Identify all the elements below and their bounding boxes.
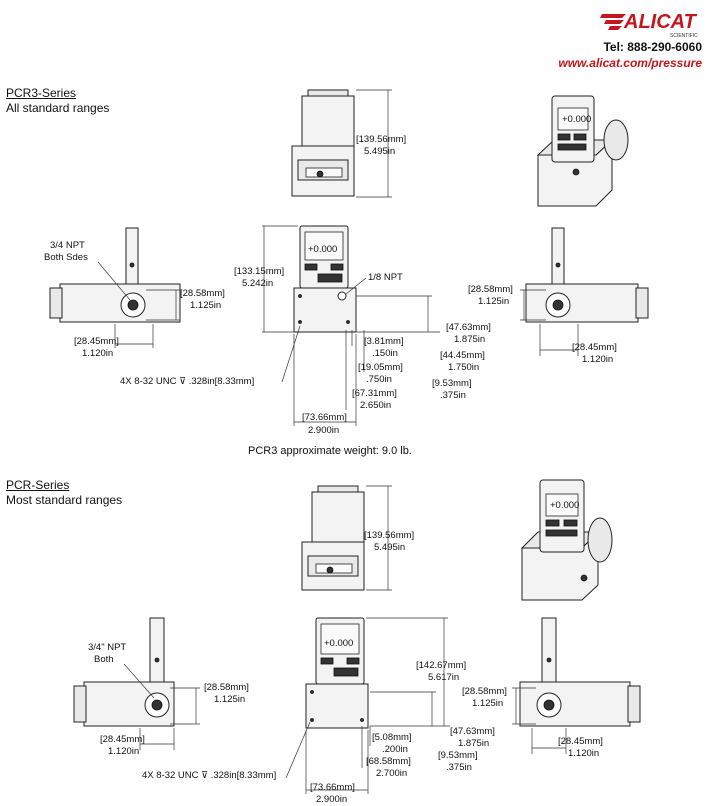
pcr3-d2-mm: [19.05mm] [358,362,403,373]
pcr3-npt34-line1: 3/4 NPT [50,240,85,251]
pcr3-title: PCR3-Series [6,86,77,100]
phone-number: Tel: 888-290-6060 [603,40,702,54]
pcr-npt34-line2: Both [94,654,114,665]
pcr-d3-in: 2.700in [376,768,407,779]
pcr3-front-reading: +0.000 [308,244,337,255]
pcr3-depth-right-in: 1.120in [582,354,613,365]
pcr-subtitle: Most standard ranges [6,493,123,507]
pcr-d6-mm: [9.53mm] [438,750,478,761]
pcr-right-view [519,617,641,727]
pcr3-subtitle: All standard ranges [6,101,110,115]
pcr3-width-left-mm: [28.58mm] [180,288,225,299]
pcr-left-view [73,617,175,727]
pcr3-thread: 4X 8-32 UNC ⊽ .328in[8.33mm] [120,376,254,387]
pcr-width-right-mm: [28.58mm] [462,686,507,697]
pcr3-depth-left-mm: [28.45mm] [74,336,119,347]
pcr-height-front-mm: [142.67mm] [416,660,466,671]
pcr-iso-view [520,479,613,601]
pcr3-top-view [291,89,355,197]
pcr3-front-view [293,225,357,333]
pcr-d4-in: 1.875in [458,738,489,749]
pcr3-depth-right-mm: [28.45mm] [572,342,617,353]
pcr-width-front-in: 2.900in [316,794,347,805]
pcr-depth-left-mm: [28.45mm] [100,734,145,745]
pcr3-height-front-mm: [133.15mm] [234,266,284,277]
pcr3-d1-in: .150in [372,348,398,359]
pcr-d6-in: .375in [446,762,472,773]
pcr3-d2-in: .750in [366,374,392,385]
pcr-iso-reading: +0.000 [550,500,579,511]
pcr3-height-front-in: 5.242in [242,278,273,289]
pcr-height-front-in: 5.617in [428,672,459,683]
pcr-width-left-in: 1.125in [214,694,245,705]
pcr3-height-top-mm: [139.56mm] [356,134,406,145]
pcr-height-top-mm: [139.56mm] [364,530,414,541]
pcr3-width-right-mm: [28.58mm] [468,284,513,295]
pcr3-d4-mm: [47.63mm] [446,322,491,333]
pcr-npt34-line1: 3/4" NPT [88,642,126,653]
pcr3-width-right-in: 1.125in [478,296,509,307]
pcr-depth-right-mm: [28.45mm] [558,736,603,747]
pcr-front-reading: +0.000 [324,638,353,649]
pcr3-right-view [525,227,649,323]
pcr-height-top-in: 5.495in [374,542,405,553]
pcr3-width-front-in: 2.900in [308,425,339,436]
brand-name: ALICAT [623,11,698,33]
pcr3-npt18: 1/8 NPT [368,272,403,283]
pcr-d1-mm: [5.08mm] [372,732,412,743]
pcr3-weight: PCR3 approximate weight: 9.0 lb. [248,445,412,457]
pcr3-d1-mm: [3.81mm] [364,336,404,347]
pcr-d4-mm: [47.63mm] [450,726,495,737]
pcr-title: PCR-Series [6,478,70,492]
pcr-d1-in: .200in [382,744,408,755]
pcr3-iso-reading: +0.000 [562,114,591,125]
pcr-depth-left-in: 1.120in [108,746,139,757]
pcr3-height-top-in: 5.495in [364,146,395,157]
pcr3-width-front-mm: [73.66mm] [302,412,347,423]
pcr3-d4-in: 1.875in [454,334,485,345]
website-url[interactable]: www.alicat.com/pressure [558,56,702,70]
pcr3-d5-mm: [44.45mm] [440,350,485,361]
pcr3-depth-left-in: 1.120in [82,348,113,359]
pcr3-iso-view [536,95,629,207]
brand-sub: SCIENTIFIC [670,33,698,39]
pcr3-d3-mm: [67.31mm] [352,388,397,399]
pcr-width-left-mm: [28.58mm] [204,682,249,693]
pcr-width-front-mm: [73.66mm] [310,782,355,793]
pcr-top-view [301,485,365,591]
pcr-d3-mm: [68.58mm] [366,756,411,767]
pcr-width-right-in: 1.125in [472,698,503,709]
pcr3-npt34-line2: Both Sdes [44,252,88,263]
alicat-logo: ALICAT SCIENTIFIC [600,11,698,39]
pcr3-width-left-in: 1.125in [190,300,221,311]
pcr3-d6-in: .375in [440,390,466,401]
pcr3-d5-in: 1.750in [448,362,479,373]
pcr-depth-right-in: 1.120in [568,748,599,759]
pcr-thread: 4X 8-32 UNC ⊽ .328in[8.33mm] [142,770,276,781]
pcr3-d3-in: 2.650in [360,400,391,411]
pcr-front-view [305,617,369,729]
pcr3-d6-mm: [9.53mm] [432,378,472,389]
